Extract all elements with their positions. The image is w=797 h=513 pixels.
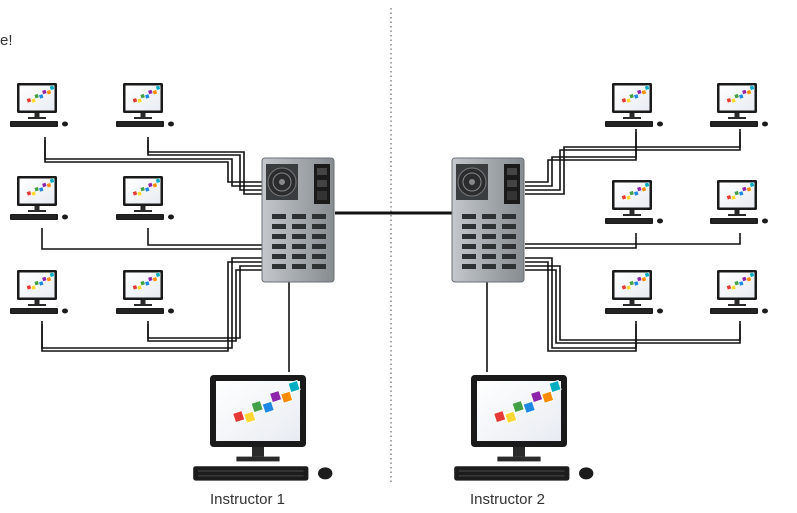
screen-logo xyxy=(232,379,301,424)
screen-logo xyxy=(726,272,755,291)
right-cables xyxy=(486,129,741,372)
monitor-stand xyxy=(34,206,40,210)
student-workstation-left-4 xyxy=(116,176,174,220)
screen-logo xyxy=(26,272,55,291)
keyboard xyxy=(710,308,758,314)
mouse xyxy=(579,467,594,480)
kvm-switch-1 xyxy=(261,157,335,283)
keyboard xyxy=(116,214,164,220)
keyboard xyxy=(10,214,58,220)
screen-logo xyxy=(621,182,650,201)
keyboard xyxy=(116,308,164,314)
instructor-2-label: Instructor 2 xyxy=(470,491,546,508)
student-workstation-left-2 xyxy=(116,83,174,127)
student-workstation-right-6 xyxy=(710,270,768,314)
keyboard xyxy=(193,466,309,481)
keyboard xyxy=(605,308,653,314)
student-workstation-left-5 xyxy=(10,270,68,314)
screen-logo xyxy=(726,85,755,104)
mouse xyxy=(168,214,174,220)
monitor-stand xyxy=(734,210,740,214)
keyboard xyxy=(116,121,164,127)
monitor-stand xyxy=(140,206,146,210)
keyboard xyxy=(710,121,758,127)
student-workstation-left-3 xyxy=(10,176,68,220)
keyboard xyxy=(10,121,58,127)
student-workstation-right-2 xyxy=(710,83,768,127)
screen-logo xyxy=(26,178,55,197)
mouse xyxy=(762,308,768,314)
cropped-heading-text: e! xyxy=(0,32,13,49)
screen-logo xyxy=(132,178,161,197)
student-workstation-right-3 xyxy=(605,180,663,224)
student-workstation-left-1 xyxy=(10,83,68,127)
screen-logo xyxy=(621,85,650,104)
monitor-stand xyxy=(34,113,40,117)
screen-logo xyxy=(132,85,161,104)
student-workstation-right-5 xyxy=(605,270,663,314)
mouse xyxy=(657,218,663,224)
kvm-switch-2 xyxy=(451,157,525,283)
screen-logo xyxy=(493,379,562,424)
mouse xyxy=(657,121,663,127)
screen-logo xyxy=(726,182,755,201)
monitor-stand xyxy=(140,300,146,304)
screen-logo xyxy=(26,85,55,104)
screen-logo xyxy=(621,272,650,291)
keyboard xyxy=(710,218,758,224)
mouse xyxy=(62,308,68,314)
mouse xyxy=(168,308,174,314)
mouse xyxy=(657,308,663,314)
mouse xyxy=(62,214,68,220)
monitor-stand xyxy=(734,300,740,304)
keyboard xyxy=(454,466,570,481)
mouse xyxy=(168,121,174,127)
monitor-stand xyxy=(140,113,146,117)
monitor-stand xyxy=(629,300,635,304)
monitor-stand xyxy=(629,113,635,117)
instructor-1-label: Instructor 1 xyxy=(210,491,286,508)
monitor-stand xyxy=(513,447,525,457)
monitor-stand xyxy=(252,447,264,457)
keyboard xyxy=(605,121,653,127)
student-workstation-left-6 xyxy=(116,270,174,314)
instructor-2-workstation xyxy=(454,375,594,481)
monitor-stand xyxy=(734,113,740,117)
mouse xyxy=(62,121,68,127)
mouse xyxy=(318,467,333,480)
keyboard xyxy=(10,308,58,314)
mouse xyxy=(762,121,768,127)
instructor-1-workstation xyxy=(193,375,333,481)
keyboard xyxy=(605,218,653,224)
screen-logo xyxy=(132,272,161,291)
student-workstation-right-1 xyxy=(605,83,663,127)
left-cables xyxy=(41,137,290,372)
monitor-stand xyxy=(629,210,635,214)
mouse xyxy=(762,218,768,224)
student-workstation-right-4 xyxy=(710,180,768,224)
monitor-stand xyxy=(34,300,40,304)
